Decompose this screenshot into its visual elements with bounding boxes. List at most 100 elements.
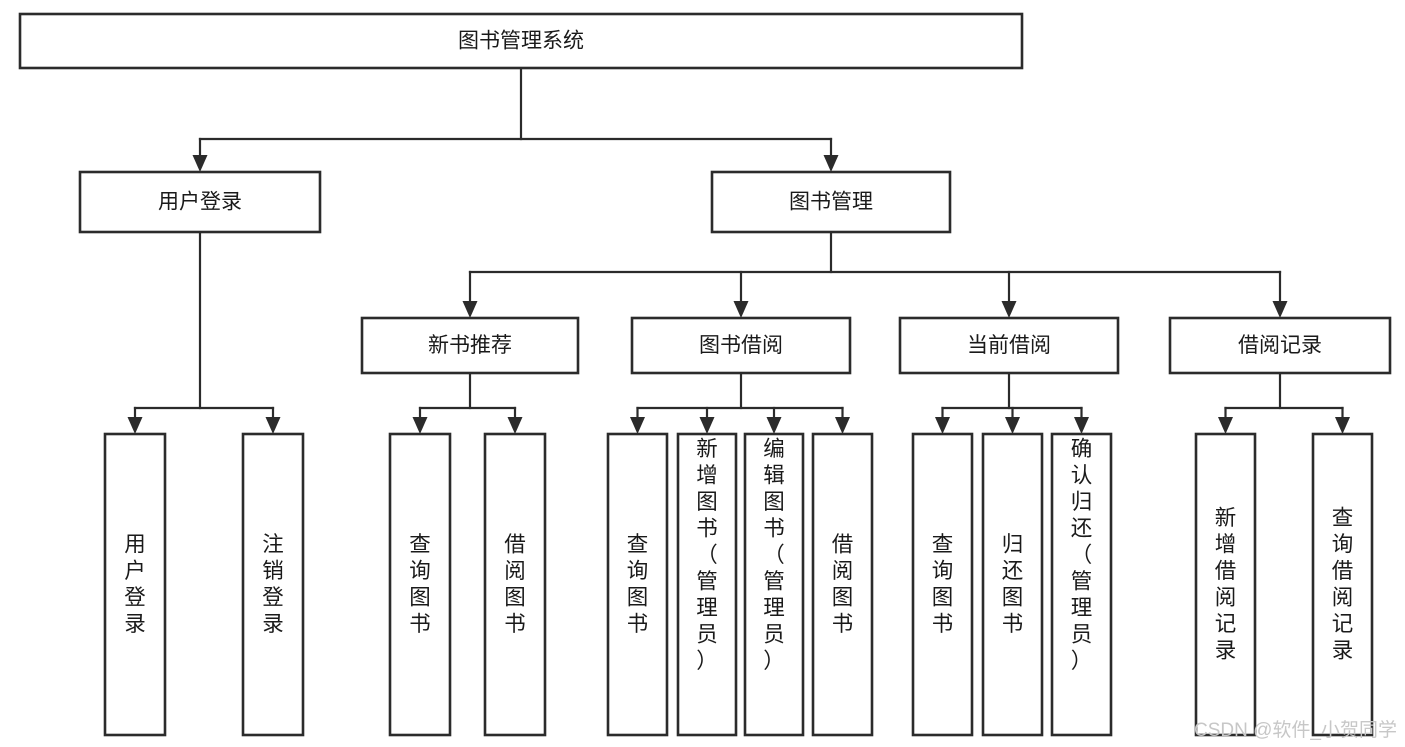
leaf-label-char: 图 [696, 490, 718, 514]
leaf-query-book-1-box[interactable] [388, 432, 452, 737]
arrow-head-icon [192, 155, 208, 172]
leaf-edit-book-admin-box[interactable] [743, 432, 805, 737]
leaf-label-char: 确 [1071, 437, 1093, 461]
arrow-head-icon [1001, 301, 1017, 318]
leaf-add-borrow-record-box[interactable] [1194, 432, 1257, 737]
leaf-label-char: 录 [1332, 639, 1354, 663]
leaf-label-char: 图 [763, 490, 785, 514]
arrow-head-icon [835, 417, 850, 434]
leaf-label-char: 阅 [1215, 586, 1237, 610]
leaf-label-char: （ [696, 543, 718, 567]
leaf-label-char: 书 [763, 517, 785, 541]
arrow-head-icon [127, 417, 143, 434]
leaf-label-char: 增 [696, 464, 718, 488]
leaf-label-char: 借 [1215, 559, 1237, 583]
node-current-borrow-label: 当前借阅 [967, 334, 1051, 357]
leaf-label-char: 书 [409, 612, 431, 636]
leaf-user-login-leaf-label: 用户登录 [124, 533, 146, 637]
node-book-borrow-label: 图书借阅 [699, 334, 783, 357]
leaf-label-char: 录 [262, 612, 284, 636]
leaf-label-char: 认 [1071, 464, 1093, 488]
node-root-label: 图书管理系统 [458, 30, 584, 53]
leaf-label-char: 图 [627, 586, 649, 610]
leaf-label-char: 记 [1215, 612, 1237, 636]
leaf-label-char: 员 [1071, 623, 1093, 647]
arrow-head-icon [630, 417, 645, 434]
leaf-label-char: 理 [696, 596, 718, 620]
node-book-borrow-box[interactable] [630, 316, 852, 375]
leaf-query-borrow-record-box[interactable] [1311, 432, 1374, 737]
leaf-label-char: 新 [1215, 506, 1237, 530]
leaf-label-char: 理 [763, 596, 785, 620]
leaf-label-char: 图 [832, 586, 854, 610]
leaf-label-char: 询 [1332, 533, 1354, 557]
leaf-user-logout-leaf-box[interactable] [241, 432, 305, 737]
leaf-label-char: 询 [627, 559, 649, 583]
leaf-return-book-box[interactable] [981, 432, 1044, 737]
node-new-book-recommend-label: 新书推荐 [428, 334, 512, 357]
leaf-label-char: 图 [504, 586, 526, 610]
leaf-label-char: 管 [763, 570, 785, 594]
node-root-box[interactable] [18, 12, 1024, 70]
leaf-label-char: 录 [124, 612, 146, 636]
leaf-user-login-leaf-box[interactable] [103, 432, 167, 737]
leaf-label-char: 书 [832, 612, 854, 636]
node-book-manage-label: 图书管理 [789, 191, 873, 214]
leaf-label-char: 书 [1002, 612, 1024, 636]
leaf-borrow-book-1-box[interactable] [483, 432, 547, 737]
leaf-query-book-3-box[interactable] [911, 432, 974, 737]
leaf-confirm-return-admin-box[interactable] [1050, 432, 1113, 737]
node-new-book-recommend-box[interactable] [360, 316, 580, 375]
leaf-label-char: 图 [1002, 586, 1024, 610]
leaf-add-book-admin-box[interactable] [676, 432, 738, 737]
connector-layer [127, 66, 1350, 434]
arrow-head-icon [462, 301, 478, 318]
leaf-label-char: （ [763, 543, 785, 567]
leaf-label-char: 书 [504, 612, 526, 636]
leaf-label-char: 归 [1002, 533, 1024, 557]
arrow-head-icon [1335, 417, 1350, 434]
leaf-borrow-book-2-box[interactable] [811, 432, 874, 737]
leaf-label-char: 借 [504, 533, 526, 557]
arrow-head-icon [412, 417, 428, 434]
leaf-label-char: 户 [124, 559, 146, 583]
leaf-label-char: 注 [262, 533, 284, 557]
leaf-label-char: 登 [124, 586, 146, 610]
leaf-label-char: 查 [627, 533, 649, 557]
leaf-label-char: 阅 [504, 559, 526, 583]
arrow-head-icon [1005, 417, 1020, 434]
leaf-label-char: 借 [832, 533, 854, 557]
leaf-label-char: 书 [627, 612, 649, 636]
leaf-query-book-2-box[interactable] [606, 432, 669, 737]
node-borrow-record-label: 借阅记录 [1238, 334, 1322, 357]
leaf-label-char: （ [1071, 543, 1093, 567]
leaf-label-char: 编 [763, 437, 785, 461]
leaf-label-char: 用 [124, 533, 146, 557]
leaf-label-char: 员 [696, 623, 718, 647]
node-book-manage-box[interactable] [710, 170, 952, 234]
node-user-login-box[interactable] [78, 170, 322, 234]
leaf-label-char: ） [1071, 649, 1093, 673]
leaf-label-char: 还 [1002, 559, 1024, 583]
node-borrow-record-box[interactable] [1168, 316, 1392, 375]
node-current-borrow-box[interactable] [898, 316, 1120, 375]
node-user-login-label: 用户登录 [158, 191, 242, 214]
leaf-label-char: 记 [1332, 612, 1354, 636]
leaf-label-char: 书 [932, 612, 954, 636]
leaf-label-char: 图 [932, 586, 954, 610]
leaf-label-char: 还 [1071, 517, 1093, 541]
leaf-label-char: 阅 [832, 559, 854, 583]
arrow-head-icon [766, 417, 782, 434]
leaf-label-char: 归 [1071, 490, 1093, 514]
